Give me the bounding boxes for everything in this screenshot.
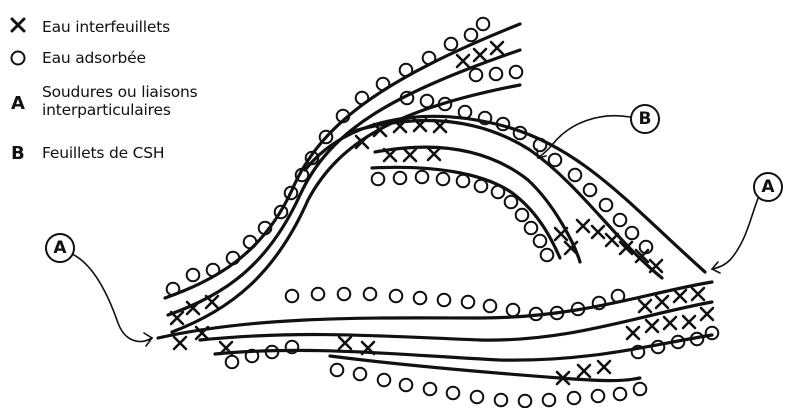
adsorbed-water-circle [400, 64, 413, 77]
adsorbed-water-circle [356, 92, 369, 105]
interlayer-water-cross [474, 49, 486, 61]
adsorbed-water-circle [445, 38, 458, 51]
adsorbed-water-circle [484, 300, 497, 313]
interlayer-water-cross [692, 288, 704, 300]
adsorbed-water-circle [568, 392, 581, 405]
arrow-b [537, 116, 630, 158]
adsorbed-water-circle [507, 304, 520, 317]
interlayer-water-cross [171, 312, 183, 324]
adsorbed-water-circle [400, 379, 413, 392]
adsorbed-water-circle [600, 199, 613, 212]
arrow-a-left [72, 254, 152, 346]
adsorbed-water-circle [424, 383, 437, 396]
adsorbed-water-circle [569, 169, 582, 182]
adsorbed-water-circle [394, 172, 407, 185]
interlayer-water-cross [646, 320, 658, 332]
adsorbed-water-circle [495, 394, 508, 407]
sheet-line [168, 50, 520, 315]
adsorbed-water-circle [465, 29, 478, 42]
adsorbed-water-circle [286, 290, 299, 303]
interlayer-water-cross [555, 228, 567, 240]
adsorbed-water-circle [543, 394, 556, 407]
adsorbed-water-circle [510, 66, 523, 79]
adsorbed-water-circle [378, 374, 391, 387]
adsorbed-water-circle [364, 288, 377, 301]
adsorbed-water-circle [519, 395, 532, 408]
adsorbed-water-circle [706, 327, 719, 340]
interlayer-water-cross [650, 260, 662, 272]
adsorbed-water-circle [614, 388, 627, 401]
interlayer-water-cross [674, 290, 686, 302]
sheet-line [372, 167, 560, 258]
adsorbed-water-circle [505, 196, 518, 209]
interlayer-water-cross [592, 226, 604, 238]
callout-a-right: A [753, 172, 783, 202]
interlayer-water-cross [339, 337, 351, 349]
adsorbed-water-circle [390, 290, 403, 303]
adsorbed-water-circle [459, 106, 472, 119]
adsorbed-water-circle [462, 296, 475, 309]
interlayer-water-cross [683, 316, 695, 328]
adsorbed-water-circle [377, 78, 390, 91]
interlayer-water-cross [206, 296, 218, 308]
interlayer-water-cross [404, 149, 416, 161]
adsorbed-water-circle [477, 18, 490, 31]
adsorbed-water-circle [226, 356, 239, 369]
callout-b: B [630, 104, 660, 134]
interlayer-water-cross [656, 296, 668, 308]
adsorbed-water-circle [312, 288, 325, 301]
adsorbed-water-circle [447, 387, 460, 400]
adsorbed-water-circle [423, 52, 436, 65]
adsorbed-water-circle [584, 184, 597, 197]
adsorbed-water-circle [244, 236, 257, 249]
adsorbed-water-circle [354, 368, 367, 381]
adsorbed-water-circle [338, 288, 351, 301]
interlayer-water-cross [577, 220, 589, 232]
interlayer-water-cross [491, 42, 503, 54]
adsorbed-water-circle [470, 69, 483, 82]
callout-a-left: A [45, 233, 75, 263]
adsorbed-water-circle [372, 173, 385, 186]
adsorbed-water-circle [614, 214, 627, 227]
adsorbed-water-circle [207, 264, 220, 277]
adsorbed-water-circle [187, 269, 200, 282]
adsorbed-water-circle [438, 294, 451, 307]
adsorbed-water-circle [549, 154, 562, 167]
interlayer-water-cross [598, 361, 610, 373]
adsorbed-water-circle [534, 235, 547, 248]
adsorbed-water-circle [437, 173, 450, 186]
adsorbed-water-circle [492, 186, 505, 199]
adsorbed-water-circle [475, 180, 488, 193]
adsorbed-water-circle [592, 390, 605, 403]
adsorbed-water-circle [414, 292, 427, 305]
adsorbed-water-circle [626, 227, 639, 240]
adsorbed-water-circle [490, 68, 503, 81]
adsorbed-water-circle [331, 364, 344, 377]
interlayer-water-cross [174, 337, 186, 349]
adsorbed-water-circle [457, 175, 470, 188]
interlayer-water-cross [578, 365, 590, 377]
interlayer-water-cross [664, 317, 676, 329]
adsorbed-water-circle [525, 222, 538, 235]
interlayer-water-cross [639, 300, 651, 312]
interlayer-water-cross [606, 234, 618, 246]
adsorbed-water-circle [541, 249, 554, 262]
interlayer-water-cross [627, 327, 639, 339]
adsorbed-water-circle [416, 171, 429, 184]
arrow-a-right [712, 194, 760, 273]
interlayer-water-cross [701, 308, 713, 320]
adsorbed-water-circle [516, 209, 529, 222]
adsorbed-water-circle [421, 95, 434, 108]
adsorbed-water-circle [471, 391, 484, 404]
interlayer-water-cross [428, 148, 440, 160]
interlayer-water-cross [457, 55, 469, 67]
adsorbed-water-circle [634, 383, 647, 396]
